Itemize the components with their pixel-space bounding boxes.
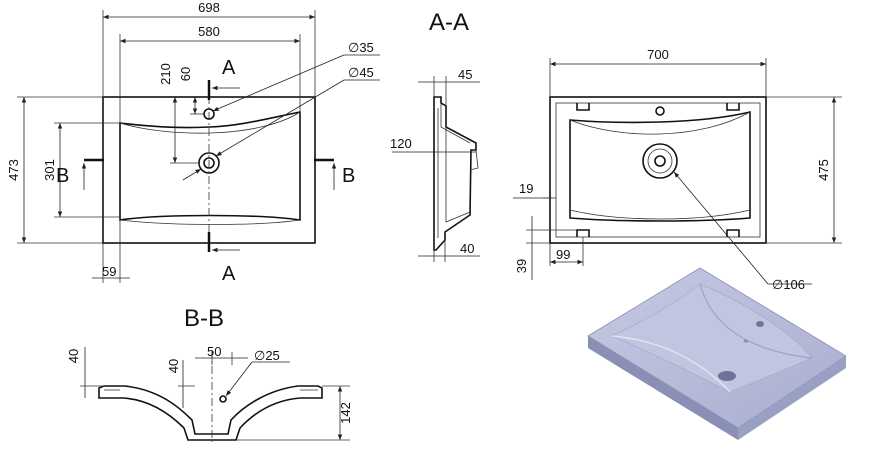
bottom-view-basin [569,110,751,222]
bottom-view: 700 475 19 39 99 ∅106 [513,47,842,292]
dim-bb-40-drain: 40 [166,359,181,373]
dim-bb-25: ∅25 [254,348,280,363]
dim-aa-40: 40 [460,241,474,256]
dim-drain-hole: ∅45 [348,65,374,80]
section-marker-a-top: A [222,57,236,79]
dim-106: ∅106 [772,277,805,292]
bottom-view-slab [549,96,767,244]
render-side-edge [738,356,846,440]
dim-39: 39 [514,259,529,273]
bottom-view-drain-hole [642,143,678,179]
section-bb-profile [98,385,323,441]
dim-bb-142: 142 [338,402,353,424]
top-view-basin [119,111,301,221]
dim-59: 59 [102,264,116,279]
dim-580: 580 [198,24,220,39]
render-front-edge [588,336,738,440]
section-aa-title: A-A [429,9,469,36]
dim-aa-120: 120 [390,136,412,151]
render-tap-hole [756,321,764,327]
section-aa: A-A 45 120 40 [390,9,480,262]
section-marker-b-left: B [56,165,69,187]
dim-473: 473 [6,159,21,181]
dim-99: 99 [556,247,570,262]
section-aa-profile [433,96,477,251]
top-view: 698 580 473 301 210 60 ∅35 ∅45 [6,0,380,285]
section-bb-title: B-B [184,305,224,332]
dim-698: 698 [198,0,220,15]
dim-301: 301 [42,159,57,181]
sink-3d-render [587,267,847,440]
dim-aa-45: 45 [458,67,472,82]
dim-tap-hole: ∅35 [348,40,374,55]
dim-bb-40-rim: 40 [66,349,81,363]
dim-60: 60 [178,67,193,81]
section-bb: B-B 40 40 50 ∅25 142 [66,305,353,442]
dim-bb-50: 50 [207,344,221,359]
dim-19: 19 [519,181,533,196]
section-marker-a-bottom: A [222,263,236,285]
dim-700: 700 [647,47,669,62]
dim-210: 210 [158,63,173,85]
dim-475: 475 [816,159,831,181]
section-marker-b-right: B [342,165,355,187]
render-drain-hole [718,371,736,381]
